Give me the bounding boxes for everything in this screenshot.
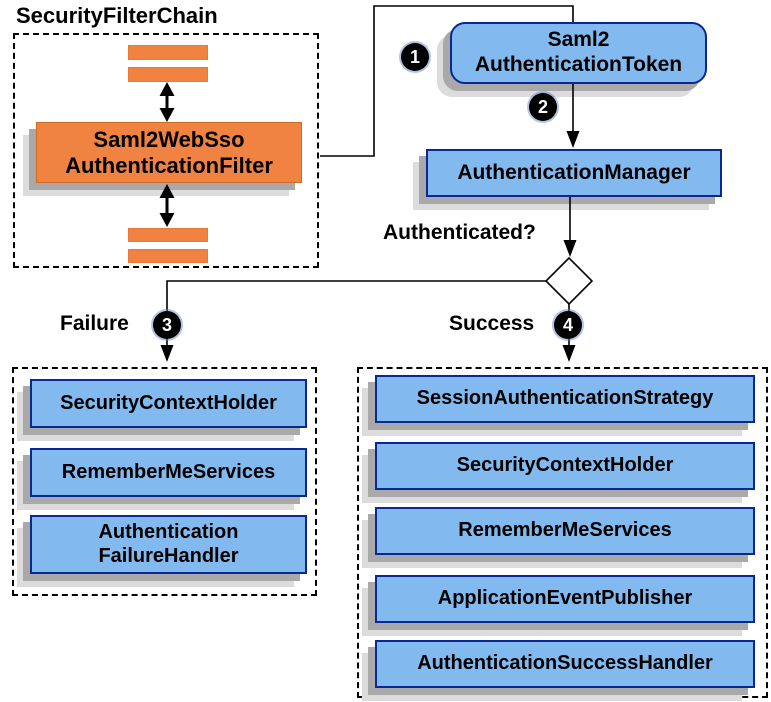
remember-me-services-success-box: RememberMeServices (375, 507, 755, 555)
step-3-badge: 3 (153, 311, 181, 339)
security-context-holder-failure-box: SecurityContextHolder (30, 379, 307, 428)
step-4-badge: 4 (554, 311, 582, 339)
session-authentication-strategy-box: SessionAuthenticationStrategy (375, 375, 755, 423)
authentication-manager-box: AuthenticationManager (426, 149, 722, 197)
application-event-publisher-box: ApplicationEventPublisher (375, 575, 755, 623)
filter-chain-bar (128, 249, 208, 263)
saml2-authentication-token-box: Saml2 AuthenticationToken (450, 22, 707, 84)
authentication-failure-handler-box: Authentication FailureHandler (30, 515, 307, 574)
success-panel (357, 367, 768, 698)
authenticated-question-label: Authenticated? (383, 221, 536, 244)
saml2-websso-authentication-filter-box: Saml2WebSso AuthenticationFilter (36, 122, 302, 183)
filter-chain-bar (128, 228, 208, 242)
security-filter-chain-panel (13, 33, 319, 268)
decision-diamond (544, 256, 594, 306)
remember-me-services-failure-box: RememberMeServices (30, 448, 307, 497)
filter-chain-bar (128, 67, 208, 82)
security-filter-chain-title: SecurityFilterChain (16, 3, 218, 28)
security-context-holder-success-box: SecurityContextHolder (375, 442, 755, 490)
failure-panel (12, 367, 317, 596)
step-1-badge: 1 (401, 43, 429, 71)
success-label: Success (449, 312, 535, 335)
failure-label: Failure (60, 312, 129, 335)
filter-chain-bar (128, 45, 208, 60)
authentication-success-handler-box: AuthenticationSuccessHandler (375, 640, 755, 688)
arrow-token-to-manager (566, 84, 580, 148)
step-2-badge: 2 (529, 93, 557, 121)
arrow-manager-to-diamond (563, 197, 577, 257)
